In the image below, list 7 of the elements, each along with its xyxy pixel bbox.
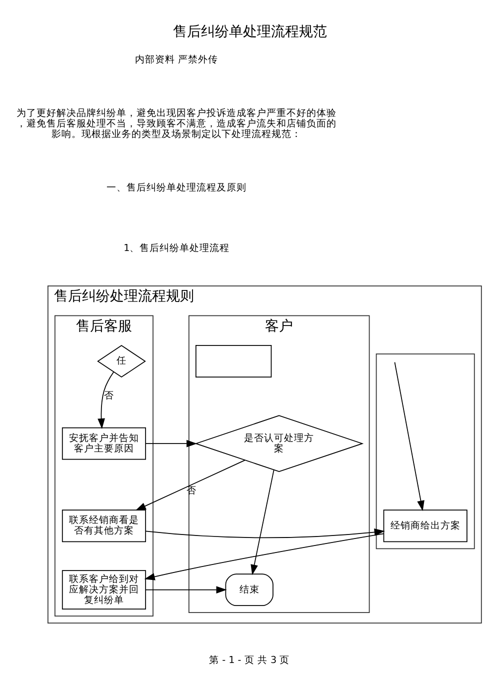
edge-label: 否 bbox=[104, 390, 114, 402]
label: 为了更好解决品牌纠纷单，避免出现因客户投诉造成客户严重不好的体验，避免售后客服处理不当，导致顾客不满意，造成客户流失和店铺负面的影响。现根据业务的类型及场景制定以下处理流程规范： bbox=[16, 108, 337, 140]
label: 1、售后纠纷单处理流程 bbox=[124, 242, 230, 254]
label: 一、售后纠纷单处理流程及原则 bbox=[106, 182, 247, 194]
label: 内部资料 严禁外传 bbox=[135, 54, 218, 66]
label: 第 - 1 - 页 共 3 页 bbox=[209, 655, 290, 666]
diagram-title: 售后纠纷单处理流程规范 bbox=[173, 24, 327, 40]
